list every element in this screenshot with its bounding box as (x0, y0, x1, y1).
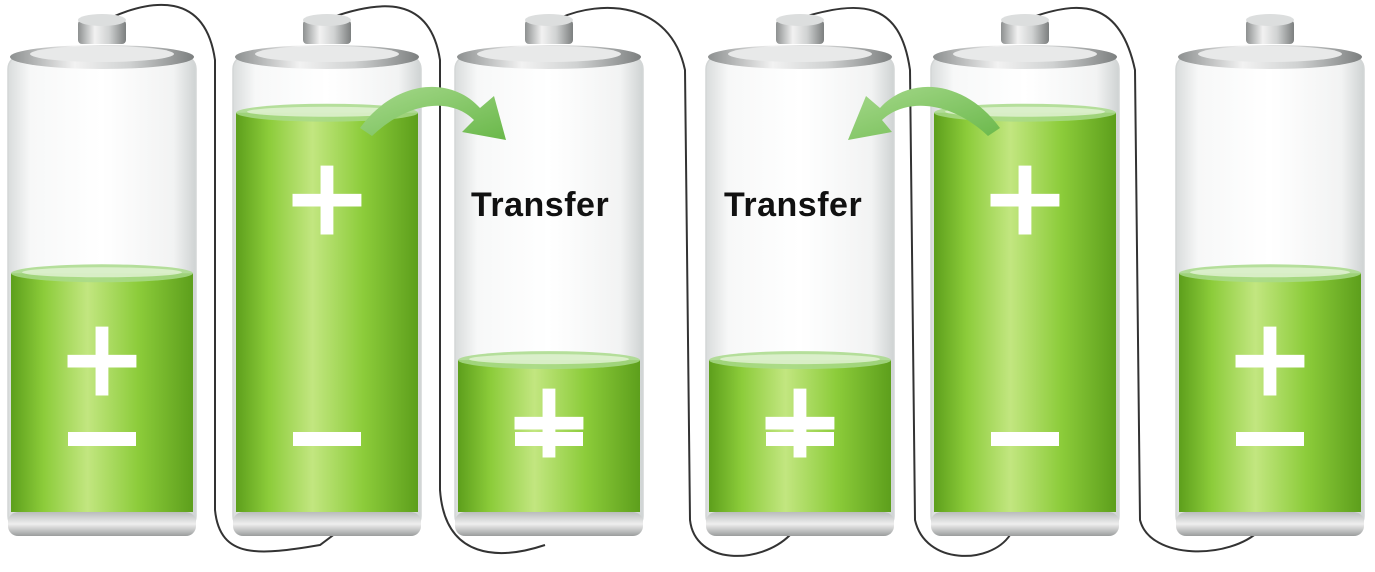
transfer-arrow-right (360, 87, 506, 140)
transfer-arrow-left (848, 87, 1000, 140)
transfer-label: Transfer (471, 186, 609, 225)
transfer-label: Transfer (724, 186, 862, 225)
